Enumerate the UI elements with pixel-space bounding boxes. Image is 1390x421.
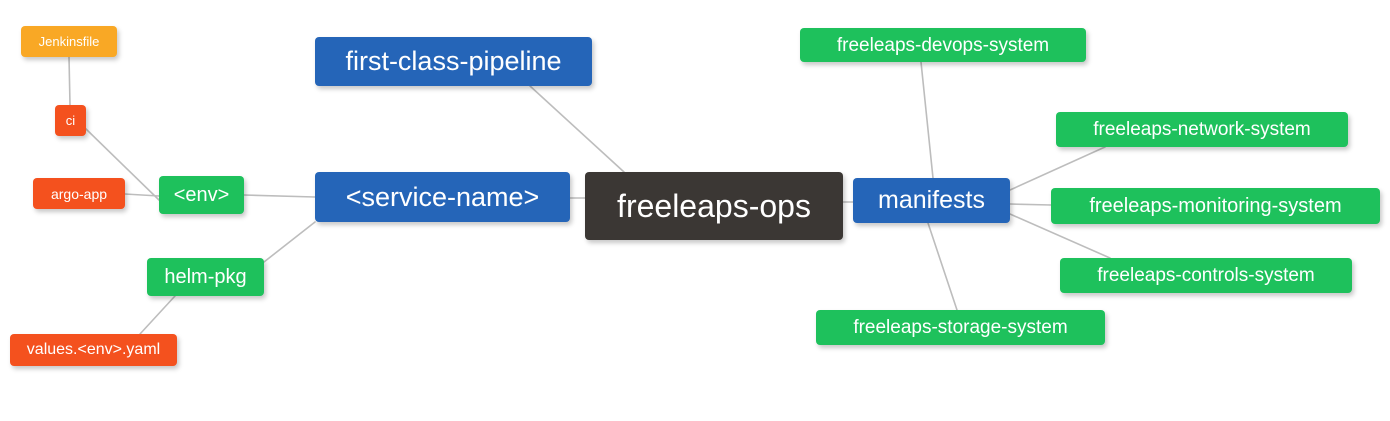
node-label-env: <env>: [173, 184, 230, 206]
node-ci[interactable]: ci: [55, 105, 86, 136]
node-label-freeleaps-ops: freeleaps-ops: [617, 188, 811, 224]
node-freeleaps-network-system[interactable]: freeleaps-network-system: [1056, 112, 1348, 147]
node-helm-pkg[interactable]: helm-pkg: [147, 258, 264, 296]
edge-first-class-pipeline-to-freeleaps-ops: [529, 85, 625, 173]
edge-manifests-to-freeleaps-devops-system: [920, 61, 934, 179]
node-label-freeleaps-monitoring-system: freeleaps-monitoring-system: [1089, 195, 1342, 217]
edge-manifests-to-freeleaps-network-system: [1009, 146, 1106, 191]
edge-manifests-to-freeleaps-storage-system: [927, 222, 958, 311]
node-label-service-name: <service-name>: [345, 181, 540, 212]
node-freeleaps-controls-system[interactable]: freeleaps-controls-system: [1060, 258, 1352, 293]
edge-manifests-to-freeleaps-monitoring-system: [1009, 203, 1052, 206]
edge-helm-pkg-to-values-yaml: [139, 295, 176, 335]
node-label-freeleaps-devops-system: freeleaps-devops-system: [836, 34, 1050, 56]
node-freeleaps-monitoring-system[interactable]: freeleaps-monitoring-system: [1051, 188, 1380, 224]
node-env[interactable]: <env>: [159, 176, 244, 214]
node-manifests[interactable]: manifests: [853, 178, 1010, 223]
node-label-argo-app: argo-app: [50, 185, 108, 202]
node-values-yaml[interactable]: values.<env>.yaml: [10, 334, 177, 366]
node-label-first-class-pipeline: first-class-pipeline: [345, 46, 562, 76]
node-service-name[interactable]: <service-name>: [315, 172, 570, 222]
node-jenkinsfile[interactable]: Jenkinsfile: [21, 26, 117, 57]
node-freeleaps-devops-system[interactable]: freeleaps-devops-system: [800, 28, 1086, 62]
node-freeleaps-storage-system[interactable]: freeleaps-storage-system: [816, 310, 1105, 345]
edge-jenkinsfile-to-ci: [68, 56, 71, 106]
node-label-values-yaml: values.<env>.yaml: [26, 341, 161, 358]
node-label-ci: ci: [65, 113, 76, 128]
node-first-class-pipeline[interactable]: first-class-pipeline: [315, 37, 592, 86]
edge-env-to-service-name: [243, 194, 316, 198]
node-label-freeleaps-controls-system: freeleaps-controls-system: [1097, 265, 1315, 286]
node-label-freeleaps-storage-system: freeleaps-storage-system: [853, 317, 1068, 338]
node-label-freeleaps-network-system: freeleaps-network-system: [1093, 119, 1311, 140]
node-label-manifests: manifests: [878, 186, 985, 214]
edge-argo-app-to-env: [124, 193, 160, 197]
node-argo-app[interactable]: argo-app: [33, 178, 125, 209]
edge-service-name-to-helm-pkg: [263, 221, 316, 263]
node-label-helm-pkg: helm-pkg: [164, 266, 247, 288]
node-freeleaps-ops[interactable]: freeleaps-ops: [585, 172, 843, 240]
node-label-jenkinsfile: Jenkinsfile: [38, 34, 100, 49]
